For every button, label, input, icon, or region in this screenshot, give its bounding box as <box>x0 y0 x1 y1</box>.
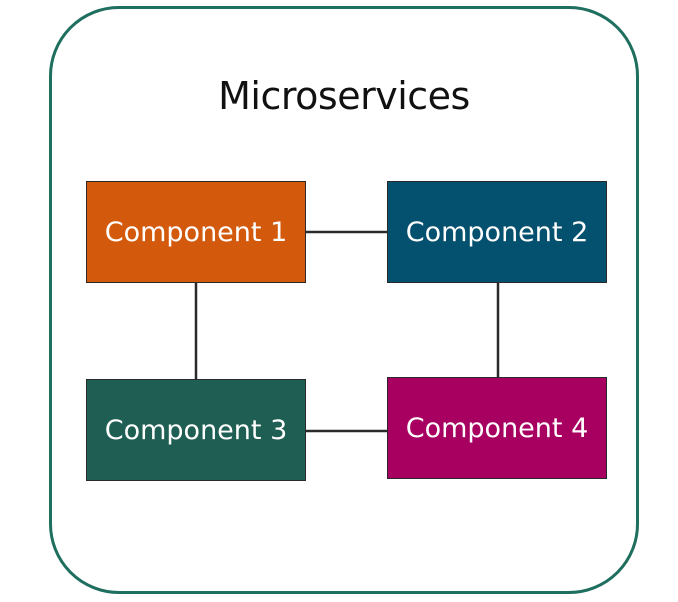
component-4-box[interactable]: Component 4 <box>387 377 607 479</box>
component-2-box[interactable]: Component 2 <box>387 181 607 283</box>
component-2-label: Component 2 <box>405 216 589 248</box>
component-3-box[interactable]: Component 3 <box>86 379 306 481</box>
diagram-title: Microservices <box>218 74 470 118</box>
component-3-label: Component 3 <box>104 414 288 446</box>
component-1-label: Component 1 <box>104 216 288 248</box>
microservices-container <box>49 6 639 594</box>
component-1-box[interactable]: Component 1 <box>86 181 306 283</box>
component-4-label: Component 4 <box>405 412 589 444</box>
